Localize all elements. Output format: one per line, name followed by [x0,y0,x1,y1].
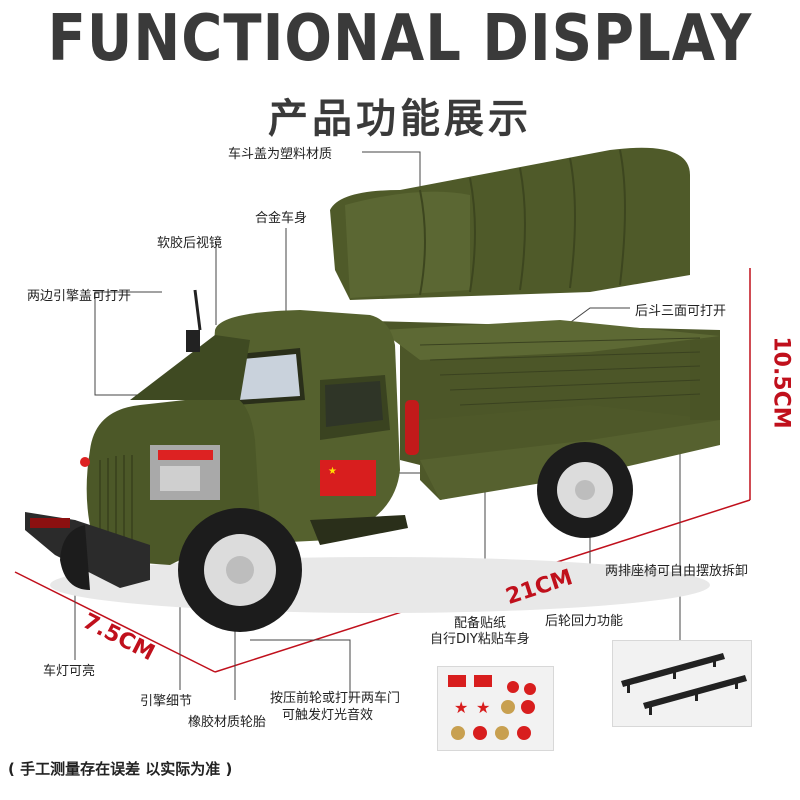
canopy [330,147,690,300]
seats-thumbnail [612,640,752,727]
rear-wheel [537,442,633,538]
svg-text:★: ★ [328,466,337,477]
label-rubber-mirror: 软胶后视镜 [157,236,223,251]
label-alloy-body: 合金车身 [255,211,308,226]
label-tires: 橡胶材质轮胎 [188,715,267,730]
label-engine: 引擎细节 [140,694,193,709]
front-left-wheel [60,525,90,590]
label-seats: 两排座椅可自由摆放拆卸 [605,564,749,579]
svg-text:★: ★ [476,698,490,717]
page-subtitle: 产品功能展示 [268,96,532,142]
sticker-sheet-thumbnail: ★ ★ [437,666,554,751]
label-lights: 车灯可亮 [43,664,96,679]
label-rear-bed-open: 后斗三面可打开 [635,304,727,319]
dimension-height: 10.5CM [768,336,794,429]
page-title: FUNCTIONAL DISPLAY [47,1,753,76]
label-sound-line2: 可触发灯光音效 [282,708,374,723]
sticker-sheet-art: ★ ★ [448,675,536,740]
measurement-disclaimer: ( 手工测量存在误差 以实际为准 ) [8,760,233,778]
label-canopy-material: 车斗盖为塑料材质 [228,147,333,162]
label-sound-line1: 按压前轮或打开两车门 [270,691,401,706]
label-pullback: 后轮回力功能 [545,614,624,629]
bumper [25,512,150,588]
label-sticker-line1: 配备贴纸 [454,616,507,631]
front-wheel [178,508,302,632]
label-sticker-line2: 自行DIY粘贴车身 [430,632,530,647]
seats-art [621,653,747,715]
svg-text:★: ★ [454,698,468,717]
label-hood-open: 两边引擎盖可打开 [27,289,132,304]
